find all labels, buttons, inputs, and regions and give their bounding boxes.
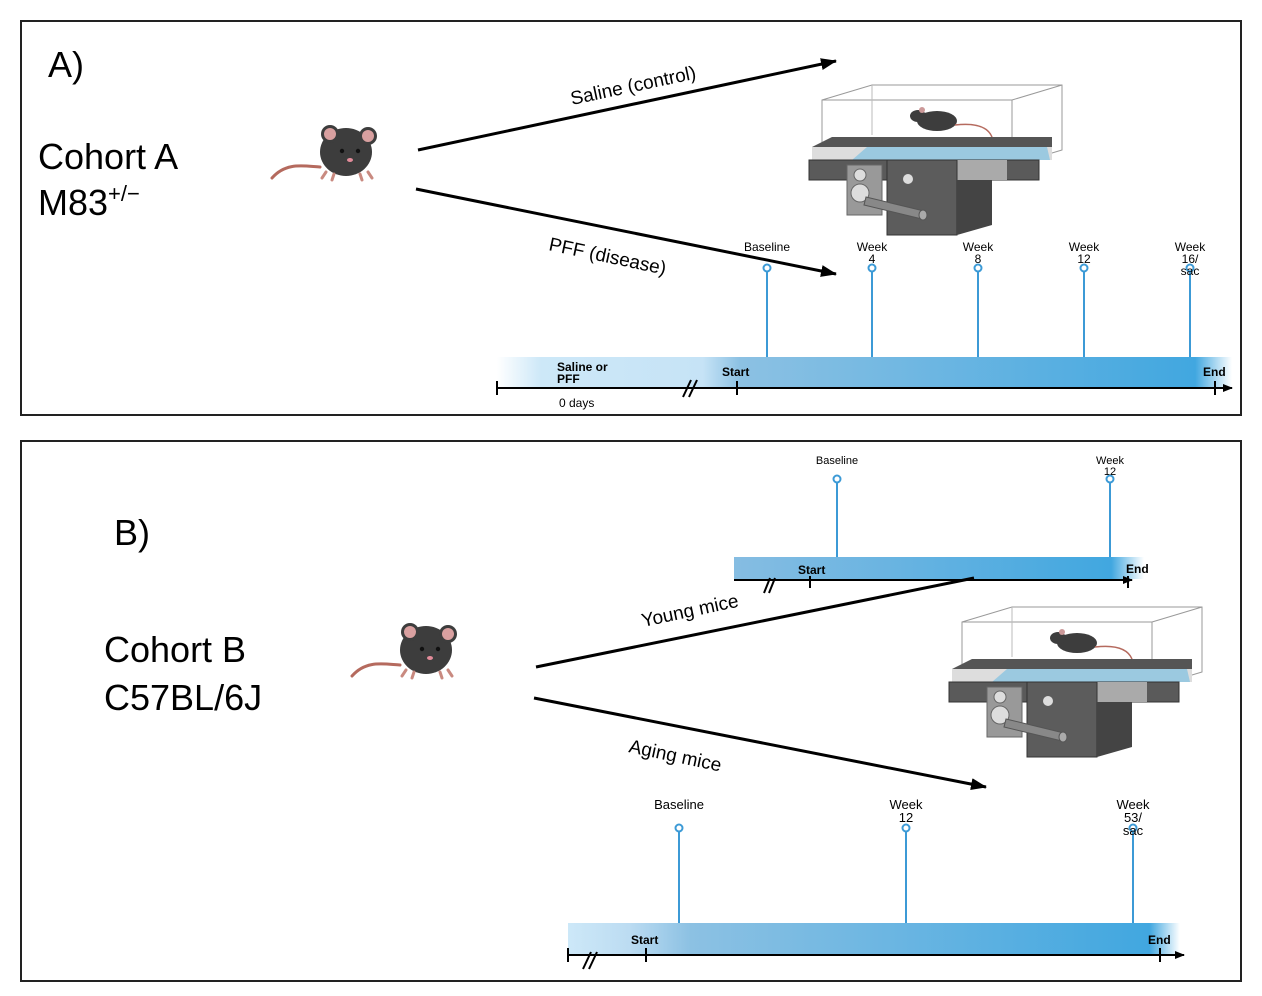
timepoint-label: Baseline bbox=[744, 240, 790, 254]
timepoint-marker bbox=[867, 263, 877, 273]
day-label: 0 days bbox=[559, 396, 594, 410]
timeline-bar-aging bbox=[568, 923, 1180, 956]
pre-label-2: PFF bbox=[557, 372, 580, 386]
panel-a: A) Cohort A M83+/− Saline (control) PFF … bbox=[20, 20, 1242, 416]
timepoint-label: Week bbox=[857, 240, 888, 254]
end-label-young: End bbox=[1126, 562, 1149, 576]
cohort-a-title: Cohort A bbox=[38, 136, 178, 177]
timepoint-label: 4 bbox=[869, 252, 876, 266]
start-label: Start bbox=[722, 365, 749, 379]
timepoint-label: 12 bbox=[899, 810, 913, 825]
timepoint-marker bbox=[901, 823, 911, 833]
timepoint-label: Week bbox=[890, 797, 923, 812]
end-label: End bbox=[1203, 365, 1226, 379]
timepoint-label: 53/ bbox=[1124, 810, 1142, 825]
axis-break-mark bbox=[688, 379, 698, 398]
timepoint-marker bbox=[832, 474, 842, 484]
timepoint-label: Week bbox=[963, 240, 994, 254]
panel-a-label: A) bbox=[48, 44, 84, 85]
treadmill-icon bbox=[808, 84, 1063, 236]
pre-label-1: Saline or bbox=[557, 360, 608, 374]
timepoint-marker bbox=[1128, 823, 1138, 833]
timepoint-label: 8 bbox=[975, 252, 982, 266]
timepoint-label: sac bbox=[1123, 823, 1144, 838]
end-label-aging: End bbox=[1148, 933, 1171, 947]
axis-break-mark bbox=[682, 379, 692, 398]
panel-a-graphics: A) Cohort A M83+/− Saline (control) PFF … bbox=[38, 44, 1233, 410]
arrow-saline bbox=[417, 58, 837, 152]
timeline-bar-a bbox=[497, 357, 1232, 387]
axis-break-mark bbox=[768, 577, 776, 594]
timepoint-marker bbox=[1185, 263, 1195, 273]
cohort-b-strain: C57BL/6J bbox=[104, 677, 262, 718]
arrow-aging-label: Aging mice bbox=[627, 736, 723, 776]
timepoint-label: Week bbox=[1069, 240, 1100, 254]
arrow-young bbox=[535, 576, 975, 669]
treadmill-icon bbox=[948, 606, 1203, 758]
timepoint-marker bbox=[1079, 263, 1089, 273]
panel-b-label: B) bbox=[114, 512, 150, 553]
timepoint-label: Baseline bbox=[816, 455, 858, 467]
start-label-aging: Start bbox=[631, 933, 658, 947]
timepoint-label: 16/ bbox=[1182, 252, 1199, 266]
axis-break-mark bbox=[582, 951, 592, 970]
cohort-b-title: Cohort B bbox=[104, 629, 246, 670]
start-label-young: Start bbox=[798, 563, 825, 577]
arrow-pff-label: PFF (disease) bbox=[547, 234, 668, 279]
timepoint-label: 12 bbox=[1104, 466, 1116, 478]
timepoint-marker bbox=[973, 263, 983, 273]
arrow-young-label: Young mice bbox=[640, 591, 741, 632]
timepoint-marker bbox=[674, 823, 684, 833]
timeline-bar-young bbox=[734, 557, 1144, 579]
timepoint-marker bbox=[1105, 474, 1115, 484]
timepoint-label: Week bbox=[1175, 240, 1206, 254]
mouse-icon bbox=[350, 621, 459, 680]
timepoint-label: Week bbox=[1117, 797, 1150, 812]
axis-break-mark bbox=[763, 577, 771, 594]
arrow-pff bbox=[415, 187, 837, 277]
timepoint-label: 12 bbox=[1077, 252, 1091, 266]
timepoint-label: Baseline bbox=[654, 797, 704, 812]
timepoint-label: Week bbox=[1096, 455, 1124, 467]
timepoint-label: sac bbox=[1181, 264, 1200, 278]
timepoint-marker bbox=[762, 263, 772, 273]
cohort-a-genotype: M83+/− bbox=[38, 181, 140, 223]
arrow-aging bbox=[533, 696, 987, 790]
axis-break-mark bbox=[588, 951, 598, 970]
mouse-icon bbox=[270, 123, 379, 182]
